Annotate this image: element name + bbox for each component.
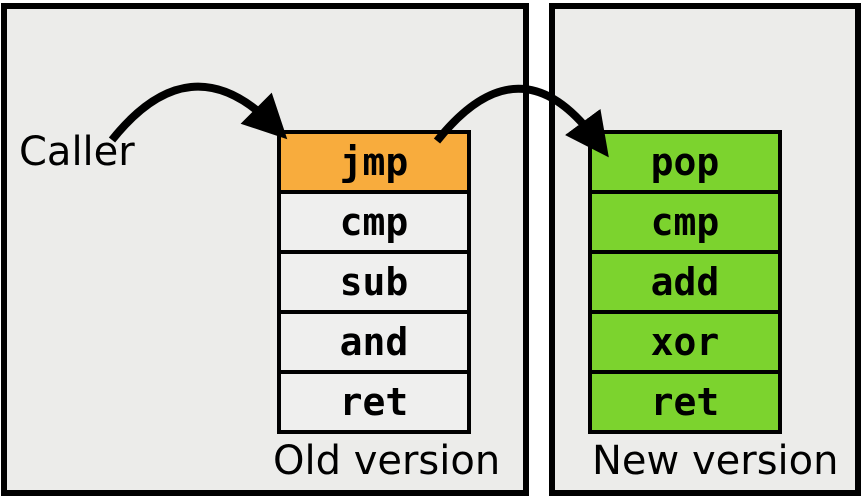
- instruction-xor: xor: [592, 314, 778, 370]
- instruction-sub: sub: [281, 254, 467, 310]
- instruction-and: and: [281, 314, 467, 370]
- caller-label: Caller: [19, 129, 135, 175]
- instruction-jmp: jmp: [281, 134, 467, 190]
- instruction-add: add: [592, 254, 778, 310]
- instruction-ret-old: ret: [281, 374, 467, 430]
- instruction-cmp-old: cmp: [281, 194, 467, 250]
- instruction-pop: pop: [592, 134, 778, 190]
- new-version-label: New version: [592, 438, 839, 484]
- new-instruction-stack: pop cmp add xor ret: [588, 130, 782, 434]
- old-version-label: Old version: [273, 438, 501, 484]
- old-instruction-stack: jmp cmp sub and ret: [277, 130, 471, 434]
- instruction-ret-new: ret: [592, 374, 778, 430]
- instruction-cmp-new: cmp: [592, 194, 778, 250]
